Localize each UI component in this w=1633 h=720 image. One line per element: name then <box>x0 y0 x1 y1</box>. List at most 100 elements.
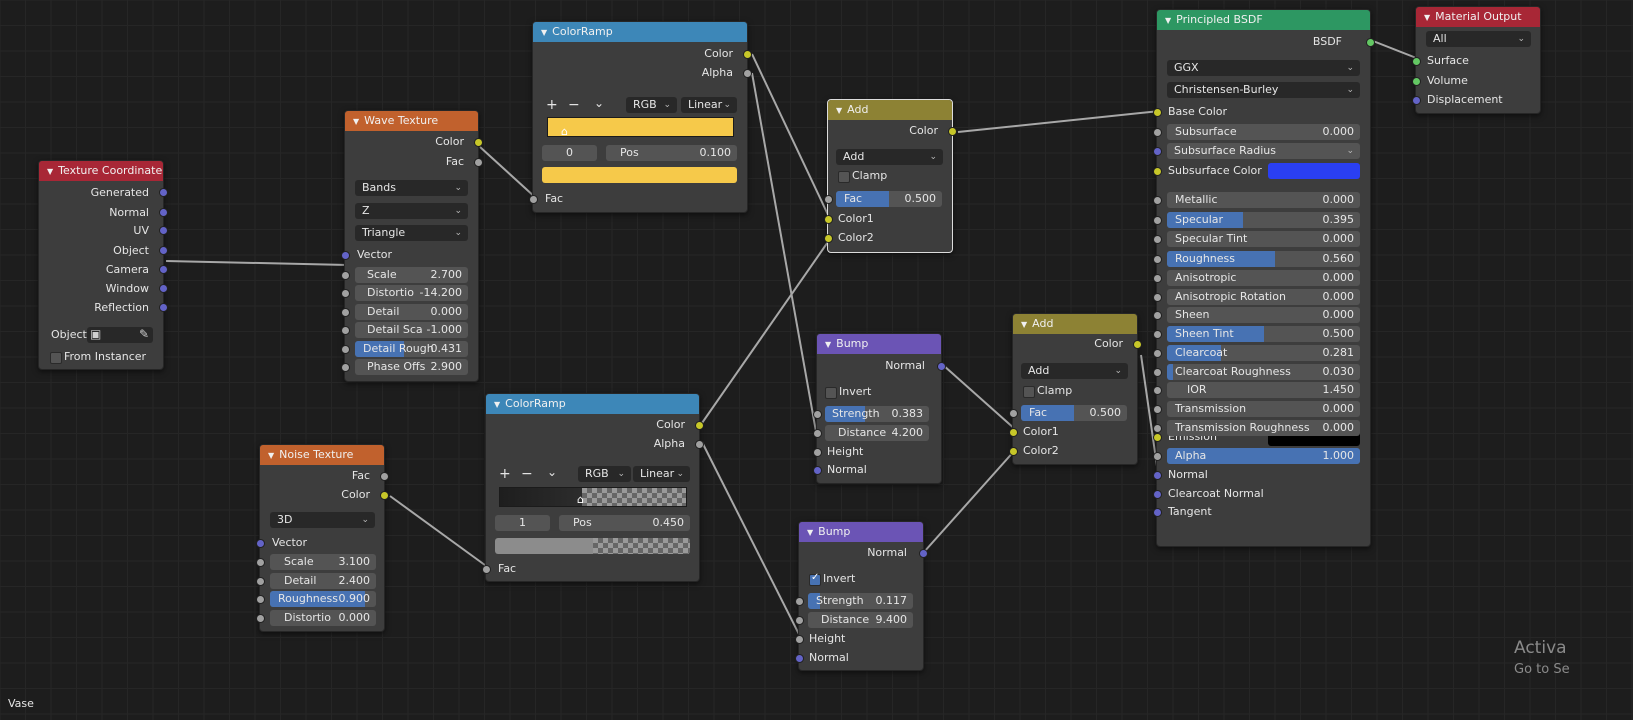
socket-tangent-in[interactable] <box>1153 508 1162 517</box>
collapse-arrow-icon[interactable]: ▼ <box>1424 13 1431 22</box>
socket-volume-in[interactable] <box>1412 77 1421 86</box>
colorramp-top-header[interactable]: ▼ColorRamp <box>533 22 747 42</box>
socket-fac-in[interactable] <box>482 565 491 574</box>
socket-detail-in[interactable] <box>256 577 265 586</box>
principled-bsdf-node[interactable]: ▼Principled BSDF BSDF GGX⌄ Christensen-B… <box>1153 9 1375 547</box>
socket-strength-in[interactable] <box>813 410 822 419</box>
socket-transmission-roughness-in[interactable] <box>1153 424 1162 433</box>
socket-color1-in[interactable] <box>824 215 833 224</box>
dimensions-dropdown[interactable]: 3D⌄ <box>270 512 375 528</box>
bump-top-header[interactable]: ▼Bump <box>817 334 941 354</box>
socket-detail-in[interactable] <box>341 308 350 317</box>
socket-surface-in[interactable] <box>1412 57 1421 66</box>
socket-subsurface-in[interactable] <box>1153 128 1162 137</box>
object-picker-field[interactable]: ▣ ✎ <box>87 327 153 343</box>
socket-emission-in[interactable] <box>1153 433 1162 442</box>
socket-vector-in[interactable] <box>256 539 265 548</box>
socket-normal-in[interactable] <box>795 654 804 663</box>
socket-normal-in[interactable] <box>1153 471 1162 480</box>
socket-sheen-tint-in[interactable] <box>1153 330 1162 339</box>
collapse-arrow-icon[interactable]: ▼ <box>494 400 501 409</box>
socket-normal-in[interactable] <box>813 466 822 475</box>
collapse-arrow-icon[interactable]: ▼ <box>1165 16 1172 25</box>
socket-metallic-in[interactable] <box>1153 196 1162 205</box>
material-output-header[interactable]: ▼Material Output <box>1416 7 1540 27</box>
socket-base-color-in[interactable] <box>1153 108 1162 117</box>
socket-distortion-in[interactable] <box>341 289 350 298</box>
socket-ior-in[interactable] <box>1153 386 1162 395</box>
remove-stop-button[interactable]: − <box>568 97 580 113</box>
color-mode-dropdown[interactable]: RGB⌄ <box>626 97 677 113</box>
socket-color1-in[interactable] <box>1009 428 1018 437</box>
stop-color-swatch[interactable] <box>542 167 737 183</box>
collapse-arrow-icon[interactable]: ▼ <box>47 167 54 176</box>
invert-checkbox[interactable] <box>809 572 821 586</box>
socket-vector-in[interactable] <box>341 251 350 260</box>
socket-subsurface-radius-in[interactable] <box>1153 147 1162 156</box>
color-ramp-bar[interactable] <box>547 117 734 137</box>
eyedropper-icon[interactable]: ✎ <box>138 327 149 341</box>
socket-scale-in[interactable] <box>341 271 350 280</box>
colorramp-bottom-node[interactable]: ▼ColorRamp Color Alpha + − ⌄ RGB⌄ Linear… <box>482 393 704 582</box>
socket-fac-in[interactable] <box>529 195 538 204</box>
collapse-arrow-icon[interactable]: ▼ <box>541 28 548 37</box>
render-target-dropdown[interactable]: All⌄ <box>1426 31 1531 47</box>
socket-roughness-in[interactable] <box>256 595 265 604</box>
stop-color-swatch[interactable] <box>495 538 690 554</box>
socket-fac-in[interactable] <box>1009 409 1018 418</box>
socket-sheen-in[interactable] <box>1153 311 1162 320</box>
socket-color-out[interactable] <box>948 127 957 136</box>
bump-bottom-header[interactable]: ▼Bump <box>799 522 923 542</box>
colorramp-top-node[interactable]: ▼ColorRamp Color Alpha + − ⌄ RGB⌄ Linear… <box>529 21 752 213</box>
stop-index-field[interactable]: 0 <box>542 145 597 161</box>
socket-fac-out[interactable] <box>474 158 483 167</box>
color-stop-handle-icon[interactable]: ⌂ <box>577 493 584 506</box>
socket-color-out[interactable] <box>474 138 483 147</box>
blend-mode-dropdown[interactable]: Add⌄ <box>836 149 943 165</box>
from-instancer-checkbox[interactable] <box>50 352 62 364</box>
socket-camera[interactable] <box>159 265 168 274</box>
socket-reflection[interactable] <box>159 303 168 312</box>
wave-texture-node[interactable]: ▼Wave Texture Color Fac Bands⌄ Z⌄ Triang… <box>341 110 483 382</box>
distribution-dropdown[interactable]: GGX⌄ <box>1167 60 1360 76</box>
socket-color-out[interactable] <box>743 50 752 59</box>
add-stop-button[interactable]: + <box>499 466 511 482</box>
socket-fac-out[interactable] <box>380 472 389 481</box>
collapse-arrow-icon[interactable]: ▼ <box>807 528 814 537</box>
socket-clearcoat-in[interactable] <box>1153 349 1162 358</box>
socket-distance-in[interactable] <box>795 616 804 625</box>
color-mode-dropdown[interactable]: RGB⌄ <box>578 466 631 482</box>
clamp-checkbox[interactable] <box>838 171 850 183</box>
socket-subsurface-color-in[interactable] <box>1153 167 1162 176</box>
interpolation-dropdown[interactable]: Linear⌄ <box>633 466 690 482</box>
texture-coordinate-header[interactable]: ▼Texture Coordinate <box>39 161 163 181</box>
mix-add-top-header[interactable]: ▼Add <box>828 100 952 120</box>
socket-height-in[interactable] <box>795 635 804 644</box>
stop-index-field[interactable]: 1 <box>495 515 550 531</box>
distortion-field[interactable]: Distortio-14.200 <box>355 285 468 301</box>
socket-specular-in[interactable] <box>1153 216 1162 225</box>
socket-distance-in[interactable] <box>813 429 822 438</box>
color-stop-handle-icon[interactable]: ⌂ <box>561 125 568 138</box>
socket-fac-in[interactable] <box>824 195 833 204</box>
socket-specular-tint-in[interactable] <box>1153 235 1162 244</box>
subsurface-method-dropdown[interactable]: Christensen-Burley⌄ <box>1167 82 1360 98</box>
socket-generated[interactable] <box>159 188 168 197</box>
socket-normal-out[interactable] <box>937 362 946 371</box>
